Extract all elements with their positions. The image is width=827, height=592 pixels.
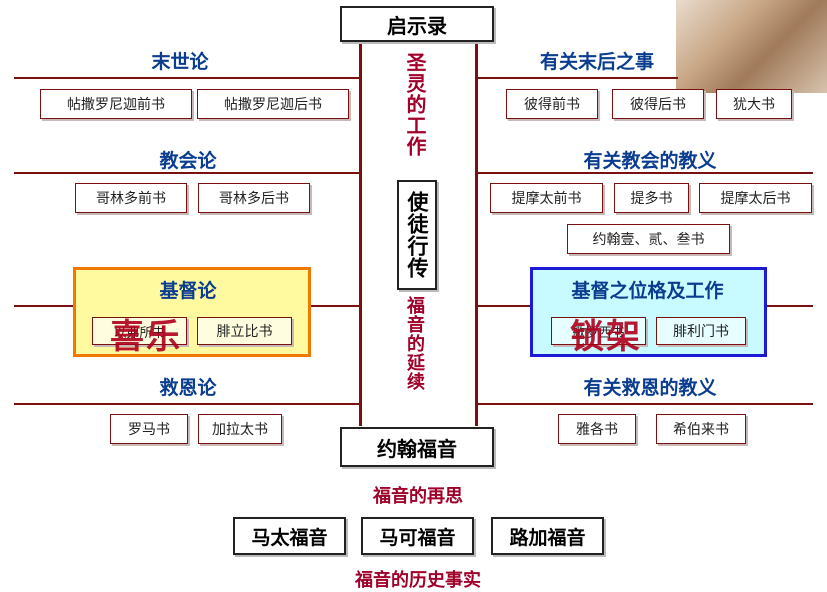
gospel-rethink-caption: 福音的再思 [373,486,463,507]
john-gospel-label: 约翰福音 [377,436,457,461]
gospel-history-caption: 福音的历史事实 [355,570,481,591]
book-2-thessalonians: 帖撒罗尼迦后书 [197,89,349,119]
spirit-work-label: 圣灵的工作 [403,52,427,157]
divider-line [478,403,813,405]
book-1-corinthians: 哥林多前书 [75,183,187,213]
book-titus: 提多书 [614,183,689,213]
john-gospel-box: 约翰福音 [340,427,494,467]
painting-image [676,0,827,93]
book-1-timothy: 提摩太前书 [490,183,603,213]
book-jude: 犹大书 [716,89,792,119]
ecclesiology-heading: 教会论 [159,150,217,172]
book-john-epistles: 约翰壹、贰、叁书 [567,224,730,254]
divider-line [478,77,678,79]
book-james: 雅各书 [558,414,636,444]
book-hebrews: 希伯来书 [656,414,746,444]
soteriology-heading: 救恩论 [159,377,217,399]
acts-label: 使徒行传 [405,191,429,279]
divider-line [14,172,359,174]
divider-line [14,403,359,405]
matthew-label: 马太福音 [251,526,328,549]
gospel-continuation-label: 福音的延续 [404,296,425,391]
book-2-timothy: 提摩太后书 [699,183,812,213]
divider-line [478,172,813,174]
matthew-box: 马太福音 [233,517,346,555]
acts-box: 使徒行传 [397,180,437,290]
book-philippians: 腓立比书 [197,317,292,345]
mark-label: 马可福音 [379,526,456,549]
book-1-peter: 彼得前书 [506,89,598,119]
book-galatians: 加拉太书 [198,414,282,444]
center-column-right-edge [475,38,478,426]
luke-box: 路加福音 [491,517,604,555]
book-philemon: 腓利门书 [656,317,746,345]
book-2-corinthians: 哥林多后书 [198,183,310,213]
luke-label: 路加福音 [509,526,586,549]
christology-heading: 基督论 [159,280,217,302]
mark-box: 马可福音 [361,517,474,555]
divider-line [14,77,359,79]
book-2-peter: 彼得后书 [612,89,704,119]
book-1-thessalonians: 帖撒罗尼迦前书 [40,89,192,119]
book-colossians: 歌罗西书 [551,317,646,345]
last-things-heading: 有关末后之事 [540,51,655,73]
lock-overlay-text: 锁架 [570,317,642,357]
person-work-christ-heading: 基督之位格及工作 [571,280,724,302]
joy-overlay-text: 喜乐 [110,317,182,357]
revelation-box: 启示录 [340,6,494,42]
revelation-label: 启示录 [387,13,447,38]
book-romans: 罗马书 [110,414,188,444]
salvation-doctrine-heading: 有关救恩的教义 [583,377,717,399]
book-ephesians: 以弗所书 [92,317,187,345]
church-doctrine-heading: 有关教会的教义 [583,150,717,172]
eschatology-heading: 末世论 [151,51,209,73]
center-column-left-edge [359,38,362,426]
